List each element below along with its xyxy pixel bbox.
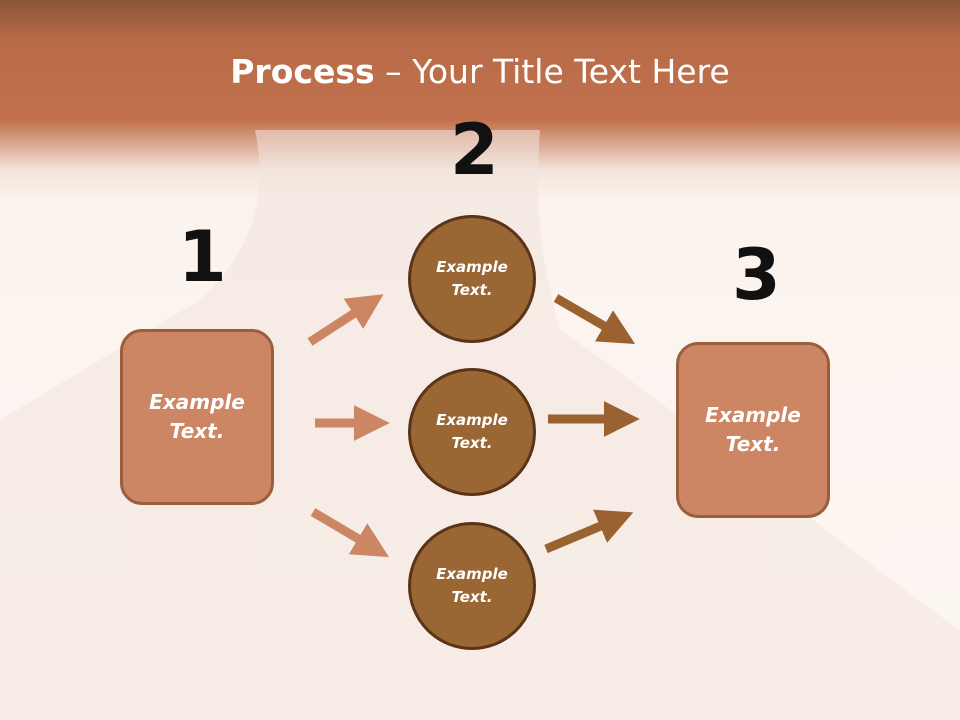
step-number-1: 1: [178, 216, 227, 298]
step-number-3: 3: [732, 234, 781, 316]
arrow-left-to-bottom: [310, 508, 390, 558]
circle-middle-label: Example Text.: [436, 411, 508, 452]
title-rest: – Your Title Text Here: [374, 52, 730, 91]
left-step-box: Example Text.: [120, 329, 274, 505]
arrow-left-to-top: [307, 294, 384, 346]
circle-middle: Example Text.: [408, 368, 536, 496]
right-step-box: Example Text.: [676, 342, 830, 518]
arrow-top-to-right: [553, 294, 636, 344]
step-number-2: 2: [450, 109, 499, 191]
circle-top-label: Example Text.: [436, 258, 508, 299]
circle-top: Example Text.: [408, 215, 536, 343]
slide-title: Process – Your Title Text Here: [0, 52, 960, 91]
circle-bottom: Example Text.: [408, 522, 536, 650]
right-box-label: Example Text.: [705, 403, 801, 456]
arrow-bottom-to-right: [544, 509, 634, 554]
circle-bottom-label: Example Text.: [436, 565, 508, 606]
title-bold: Process: [230, 52, 375, 91]
left-box-label: Example Text.: [149, 390, 245, 443]
